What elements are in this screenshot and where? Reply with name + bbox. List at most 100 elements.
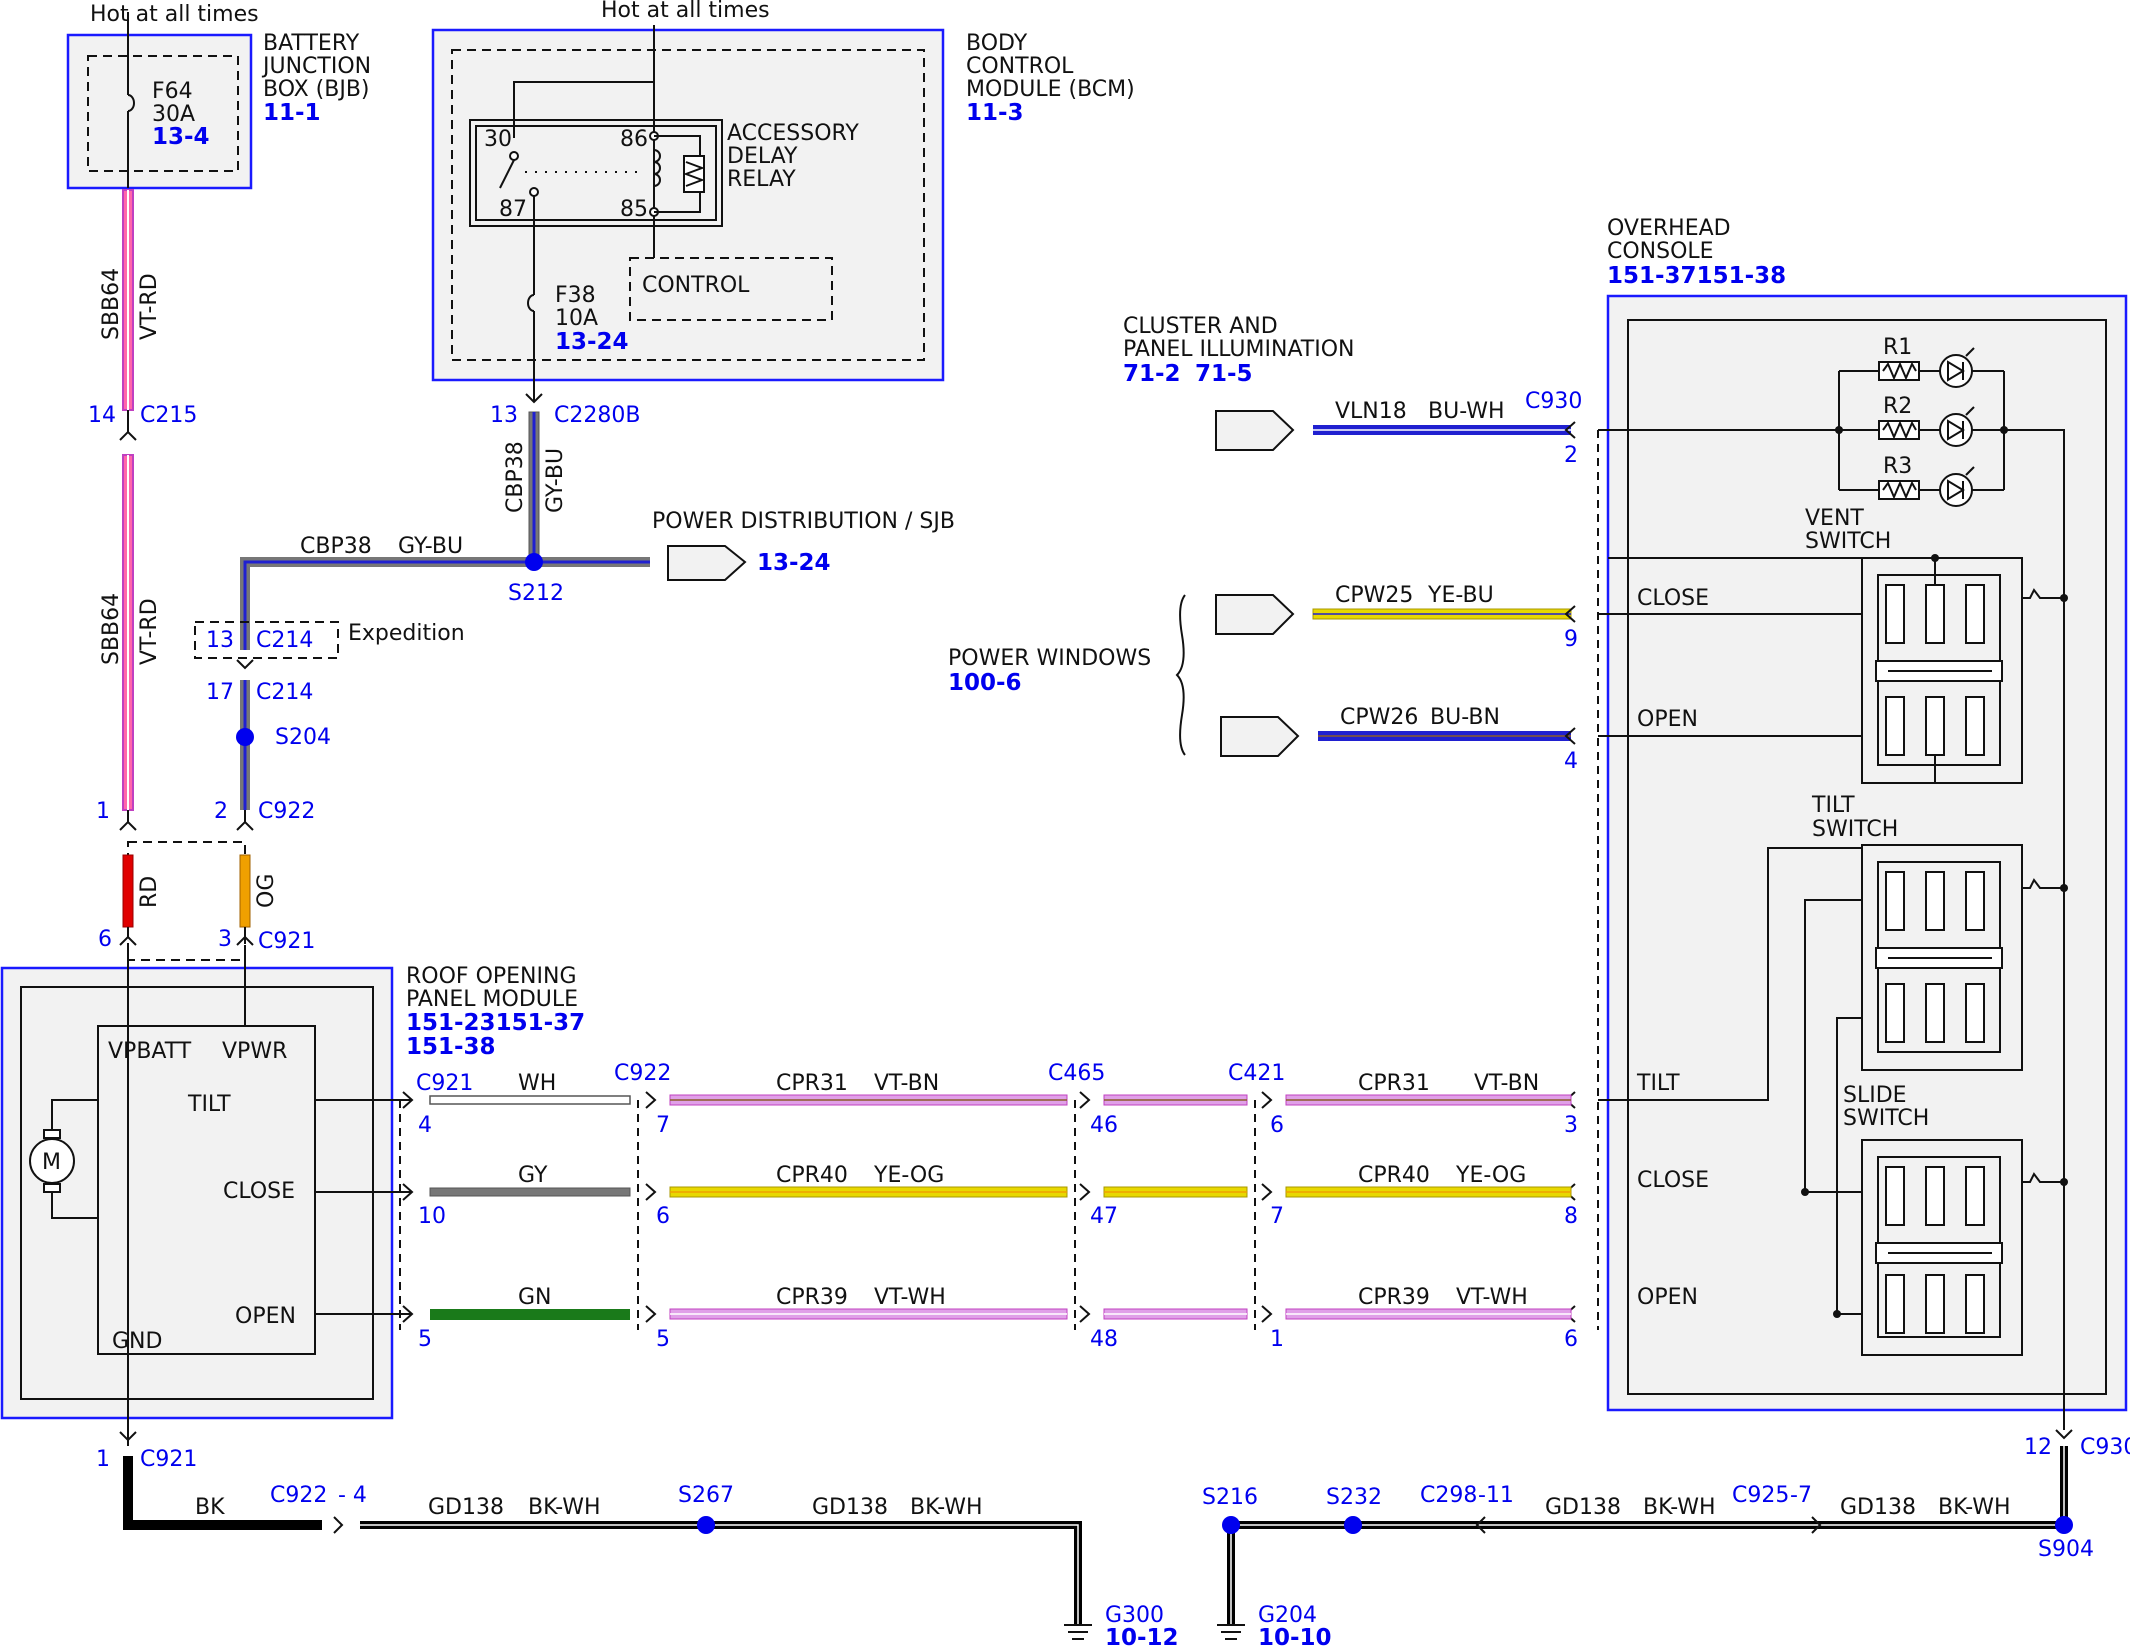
c298-pin: -11: [1478, 1483, 1514, 1508]
pin-7b: 7: [1270, 1204, 1284, 1229]
overhead-l2: CONSOLE: [1607, 239, 1714, 264]
power-distribution-sjb: POWER DISTRIBUTION / SJB 13-24: [652, 509, 955, 581]
tilt-l2: SWITCH: [1812, 817, 1898, 842]
c921-pin3: 3: [218, 927, 232, 952]
splice-s216: [1222, 1516, 1240, 1534]
power-dist-ref: 13-24: [757, 550, 831, 576]
fuse-f38-icon: [527, 294, 535, 312]
sbb64-lower-color: VT-RD: [137, 598, 162, 665]
pw-connector-2-icon: [1220, 716, 1300, 757]
resistor-r2-icon: [1878, 420, 1920, 440]
gd138-b: GD138: [812, 1495, 888, 1520]
overhead-ref: 151-37151-38: [1607, 263, 1786, 289]
rd-label: RD: [137, 876, 162, 908]
splice-s204: S204: [236, 725, 331, 750]
connector-c2280b: 13 C2280B: [490, 380, 640, 428]
motor-label: M: [42, 1150, 61, 1175]
cbp38-vert-color: GY-BU: [543, 448, 568, 513]
relay-pin86: 86: [620, 127, 648, 152]
fuse-f64-rating: 30A: [152, 102, 195, 127]
g300-label: G300: [1105, 1603, 1164, 1628]
overhead-l1: OVERHEAD: [1607, 216, 1731, 241]
gd138-c: GD138: [1545, 1495, 1621, 1520]
connector-c921-upper: 6 3 C921: [98, 927, 315, 954]
cpw26: CPW26: [1340, 705, 1418, 730]
r3-label: R3: [1883, 454, 1912, 479]
roof-name-2: PANEL MODULE: [406, 987, 578, 1012]
tilt-label: TILT: [1636, 1071, 1680, 1096]
relay-pin87: 87: [499, 197, 527, 222]
c921b-pin: 1: [96, 1447, 110, 1472]
slide-switch: SLIDE SWITCH: [1843, 1083, 2023, 1356]
c214b-label: C214: [256, 680, 313, 705]
pin-3: 3: [1564, 1113, 1578, 1138]
vtwh-b: VT-WH: [1456, 1285, 1528, 1310]
bus-c922: C922: [614, 1061, 671, 1086]
wire-sbb64-lower: SBB64 VT-RD: [99, 454, 162, 811]
roof-tilt: TILT: [187, 1092, 231, 1117]
c215-pin: 14: [88, 403, 116, 428]
wire-rd: RD: [122, 854, 162, 928]
pin-10: 10: [418, 1204, 446, 1229]
open2-label: OPEN: [1637, 1285, 1698, 1310]
vln18-color: BU-WH: [1428, 399, 1505, 424]
slide-l2: SWITCH: [1843, 1106, 1929, 1131]
cpr39-b: CPR39: [1358, 1285, 1430, 1310]
c930-pin2: 2: [1564, 443, 1578, 468]
wire-cbp38-vertical: CBP38 GY-BU: [503, 411, 568, 563]
cpw25-color: YE-BU: [1427, 583, 1494, 608]
bcm-name-2: CONTROL: [966, 54, 1074, 79]
cluster-l1: CLUSTER AND: [1123, 314, 1278, 339]
control-label: CONTROL: [642, 273, 750, 298]
ground-g300-icon: [1064, 1624, 1092, 1640]
s204-label: S204: [275, 725, 331, 750]
roof-vpwr: VPWR: [222, 1039, 287, 1064]
open1-label: OPEN: [1637, 707, 1698, 732]
fuse-f38-name: F38: [555, 283, 596, 308]
g204-ref: 10-10: [1258, 1625, 1332, 1646]
bkwh-c: BK-WH: [1643, 1495, 1716, 1520]
gnd-c922-pin: - 4: [338, 1483, 367, 1508]
bk-label: BK: [195, 1495, 225, 1520]
fuse-f64-icon: [127, 94, 135, 112]
led-2-icon: [1939, 406, 1975, 447]
g300-ref: 10-12: [1105, 1625, 1179, 1646]
brace-icon: [1175, 594, 1186, 756]
c930-label: C930: [1525, 389, 1582, 414]
gnd-c922: C922: [270, 1483, 327, 1508]
roof-opening-panel-module: M VPBATT VPWR TILT CLOSE OPEN GND ROOF O…: [0, 945, 585, 1446]
roof-close: CLOSE: [223, 1179, 295, 1204]
gd138-d: GD138: [1840, 1495, 1916, 1520]
close2-label: CLOSE: [1637, 1168, 1709, 1193]
c921b-label: C921: [140, 1447, 197, 1472]
power-windows-label: POWER WINDOWS: [948, 646, 1151, 671]
c922-pin2: 2: [214, 799, 228, 824]
bjb-module: Hot at all times F64 30A 13-4 BATTERY JU…: [66, 2, 371, 190]
cbp38-horz-color: GY-BU: [398, 534, 463, 559]
wire-gy-label: GY: [518, 1163, 548, 1188]
resistor-r3-icon: [1878, 480, 1920, 500]
pin-6c: 6: [1564, 1327, 1578, 1352]
pin-6b: 6: [1270, 1113, 1284, 1138]
roof-gnd: GND: [112, 1329, 162, 1354]
c214a-label: C214: [256, 628, 313, 653]
cluster-l2: PANEL ILLUMINATION: [1123, 337, 1355, 362]
power-dist-label: POWER DISTRIBUTION / SJB: [652, 509, 955, 534]
wire-cbp38-horizontal: CBP38 GY-BU: [240, 534, 650, 650]
vent-l2: SWITCH: [1805, 529, 1891, 554]
vln18: VLN18: [1335, 399, 1407, 424]
bkwh-b: BK-WH: [910, 1495, 983, 1520]
cpr31-a: CPR31: [776, 1071, 848, 1096]
connector-c214: 13 C214 Expedition 17 C214: [194, 621, 465, 705]
pin-5: 5: [418, 1327, 432, 1352]
cpr40-a: CPR40: [776, 1163, 848, 1188]
vtwh-a: VT-WH: [874, 1285, 946, 1310]
s267-label: S267: [678, 1483, 734, 1508]
cpw25: CPW25: [1335, 583, 1413, 608]
cpw25-pin: 9: [1564, 627, 1578, 652]
bcm-module: Hot at all times 30 86 87 85 ACCESSORY D…: [431, 0, 1135, 382]
fuse-f64-ref: 13-4: [152, 124, 210, 150]
power-windows: POWER WINDOWS 100-6 CPW25 YE-BU 9 CPW26 …: [948, 583, 1578, 774]
hot-label-bjb: Hot at all times: [90, 2, 259, 27]
connector-c215: 14 C215: [88, 403, 197, 441]
